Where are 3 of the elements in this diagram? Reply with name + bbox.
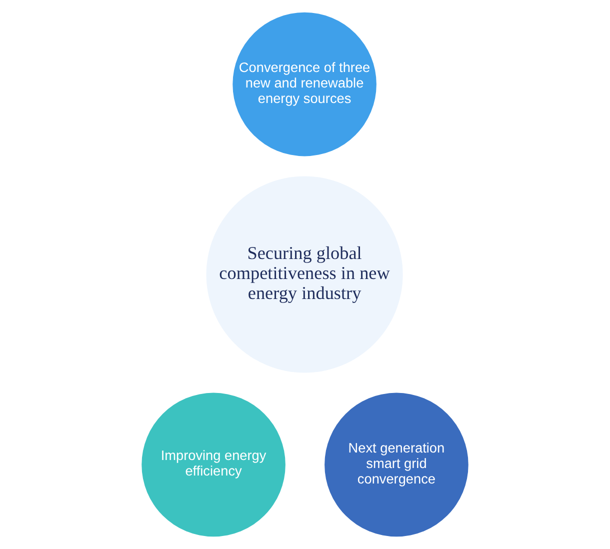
node-circle: Convergence of three new and renewable energy sources bbox=[232, 12, 376, 156]
node-circle: Next generation smart grid convergence bbox=[324, 392, 468, 537]
node-circle: Improving energy efficiency bbox=[142, 392, 286, 537]
